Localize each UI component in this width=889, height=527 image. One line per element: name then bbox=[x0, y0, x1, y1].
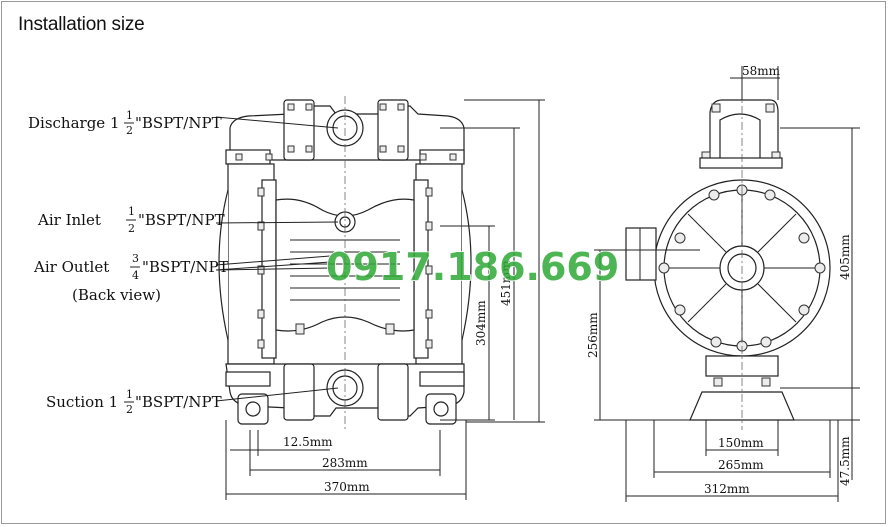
leader-lines bbox=[215, 116, 339, 402]
air-outlet-label: Air Outlet bbox=[33, 258, 109, 276]
port-labels: Discharge 1 1 2 "BSPT/NPT Air Inlet 1 2 … bbox=[28, 109, 229, 416]
air-inlet-frac-num: 1 bbox=[128, 205, 135, 218]
air-inlet-label: Air Inlet bbox=[37, 211, 101, 229]
discharge-frac-num: 1 bbox=[126, 109, 133, 122]
page-title: Installation size bbox=[18, 14, 145, 35]
suction-frac-den: 2 bbox=[126, 403, 133, 416]
air-inlet-spec: "BSPT/NPT bbox=[138, 211, 225, 229]
front-view-pump bbox=[218, 96, 472, 430]
dim-370: 370mm bbox=[324, 480, 370, 494]
air-inlet-frac-den: 2 bbox=[128, 222, 135, 235]
top-bolts bbox=[235, 103, 457, 161]
dim-256: 256mm bbox=[586, 312, 600, 358]
side-dim-texts: 58mm 405mm 256mm 150mm 265mm 312mm 47.5m… bbox=[586, 64, 852, 496]
dim-451: 451mm bbox=[499, 260, 513, 306]
suction-spec: "BSPT/NPT bbox=[135, 393, 222, 411]
suction-label: Suction 1 bbox=[46, 393, 118, 411]
discharge-frac-den: 2 bbox=[126, 124, 133, 137]
suction-frac-num: 1 bbox=[126, 388, 133, 401]
side-view-pump bbox=[625, 90, 831, 430]
side-view-dimensions bbox=[594, 66, 860, 502]
side-bolts bbox=[658, 184, 826, 352]
front-view-dimensions bbox=[225, 99, 545, 500]
phone-watermark: 0917.186.669 bbox=[326, 245, 619, 289]
dim-58: 58mm bbox=[742, 64, 781, 78]
discharge-label: Discharge 1 bbox=[28, 114, 120, 132]
dim-405: 405mm bbox=[838, 234, 852, 280]
dim-12-5: 12.5mm bbox=[283, 435, 333, 449]
front-dim-texts: 12.5mm 283mm 370mm 304mm 451mm bbox=[283, 260, 513, 494]
air-outlet-frac-num: 3 bbox=[132, 252, 139, 265]
dim-312: 312mm bbox=[704, 482, 750, 496]
back-view-label: (Back view) bbox=[72, 286, 161, 304]
chamber-bolts bbox=[257, 187, 433, 349]
dim-150: 150mm bbox=[718, 436, 764, 450]
dim-304: 304mm bbox=[474, 300, 488, 346]
air-outlet-spec: "BSPT/NPT bbox=[142, 258, 229, 276]
dim-283: 283mm bbox=[322, 456, 368, 470]
dim-47-5: 47.5mm bbox=[838, 436, 852, 486]
dim-265: 265mm bbox=[718, 458, 764, 472]
discharge-spec: "BSPT/NPT bbox=[135, 114, 222, 132]
air-outlet-frac-den: 4 bbox=[132, 269, 139, 282]
